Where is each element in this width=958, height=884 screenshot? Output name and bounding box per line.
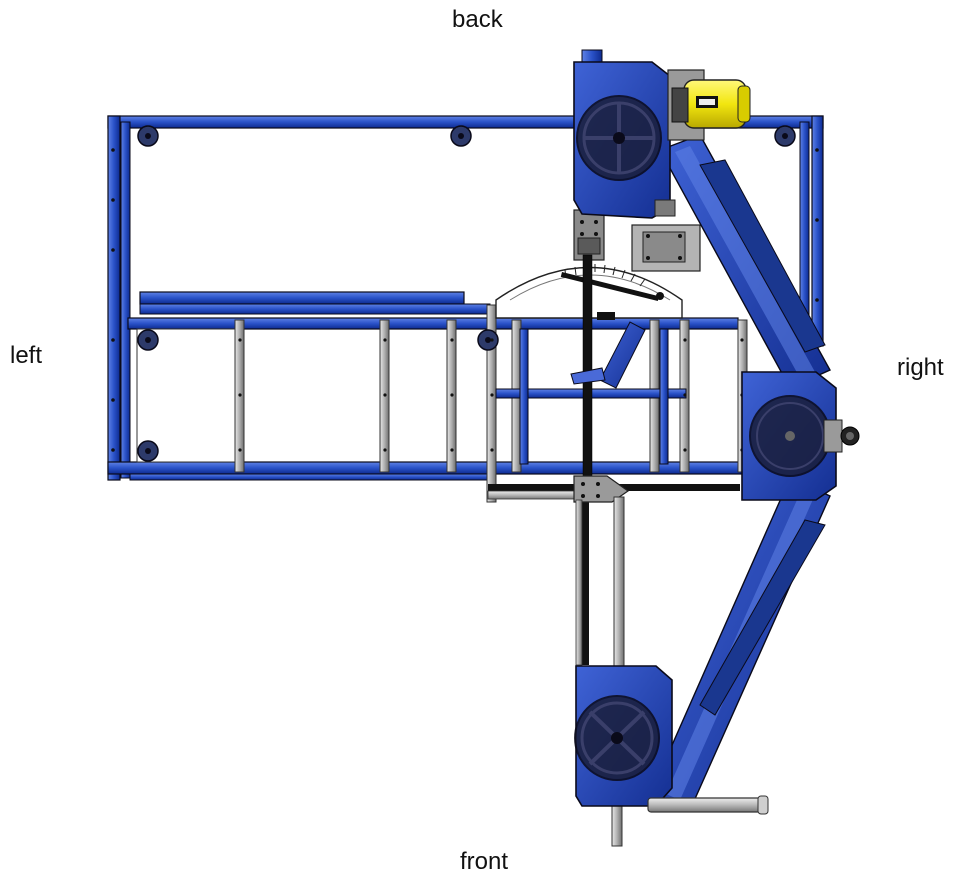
saw-blade-lower (581, 480, 589, 665)
frame-rail-upper-left (139, 291, 465, 305)
left-table-frame (107, 115, 824, 503)
front-guide-bar-right (613, 496, 625, 668)
frame-bolts (111, 148, 819, 452)
top-wheel-housing (573, 49, 676, 219)
orientation-label-back: back (452, 6, 503, 33)
upper-diagonal-beam-side (699, 159, 826, 353)
blade-guide-assembly (487, 209, 740, 847)
table-slat-4 (486, 304, 497, 503)
tension-block (823, 419, 843, 453)
left-bay-panel (136, 328, 238, 463)
frame-post-left-inner (120, 121, 131, 479)
drive-motor (667, 69, 751, 141)
saw-blade (582, 254, 593, 481)
orientation-label-right: right (897, 354, 944, 381)
frame-rail-middle (127, 317, 739, 330)
right-wheel-housing (741, 371, 860, 501)
motor-end-cap (737, 85, 751, 123)
bottom-wheel-housing (574, 665, 769, 815)
motor-junction (671, 87, 689, 123)
lower-diagonal-beam-side (699, 519, 826, 716)
frame-rail-front (107, 461, 744, 475)
tilt-handle (647, 797, 767, 813)
top-wheel-hinge (654, 199, 676, 217)
frame-rail-front-lower (129, 473, 491, 481)
orientation-label-front: front (460, 848, 509, 875)
frame-post-blue-a (519, 328, 529, 465)
angled-fence (599, 321, 646, 389)
frame-rail-upper-left-2 (139, 303, 491, 315)
saw-frame-beams (649, 134, 831, 811)
fence-clamp (570, 367, 606, 385)
orientation-label-left: left (10, 342, 43, 369)
front-guide-bar-left (575, 499, 583, 666)
frame-post-left (107, 115, 121, 481)
frame-post-blue-b (659, 328, 669, 465)
front-guide-bar-bottom (611, 799, 623, 847)
